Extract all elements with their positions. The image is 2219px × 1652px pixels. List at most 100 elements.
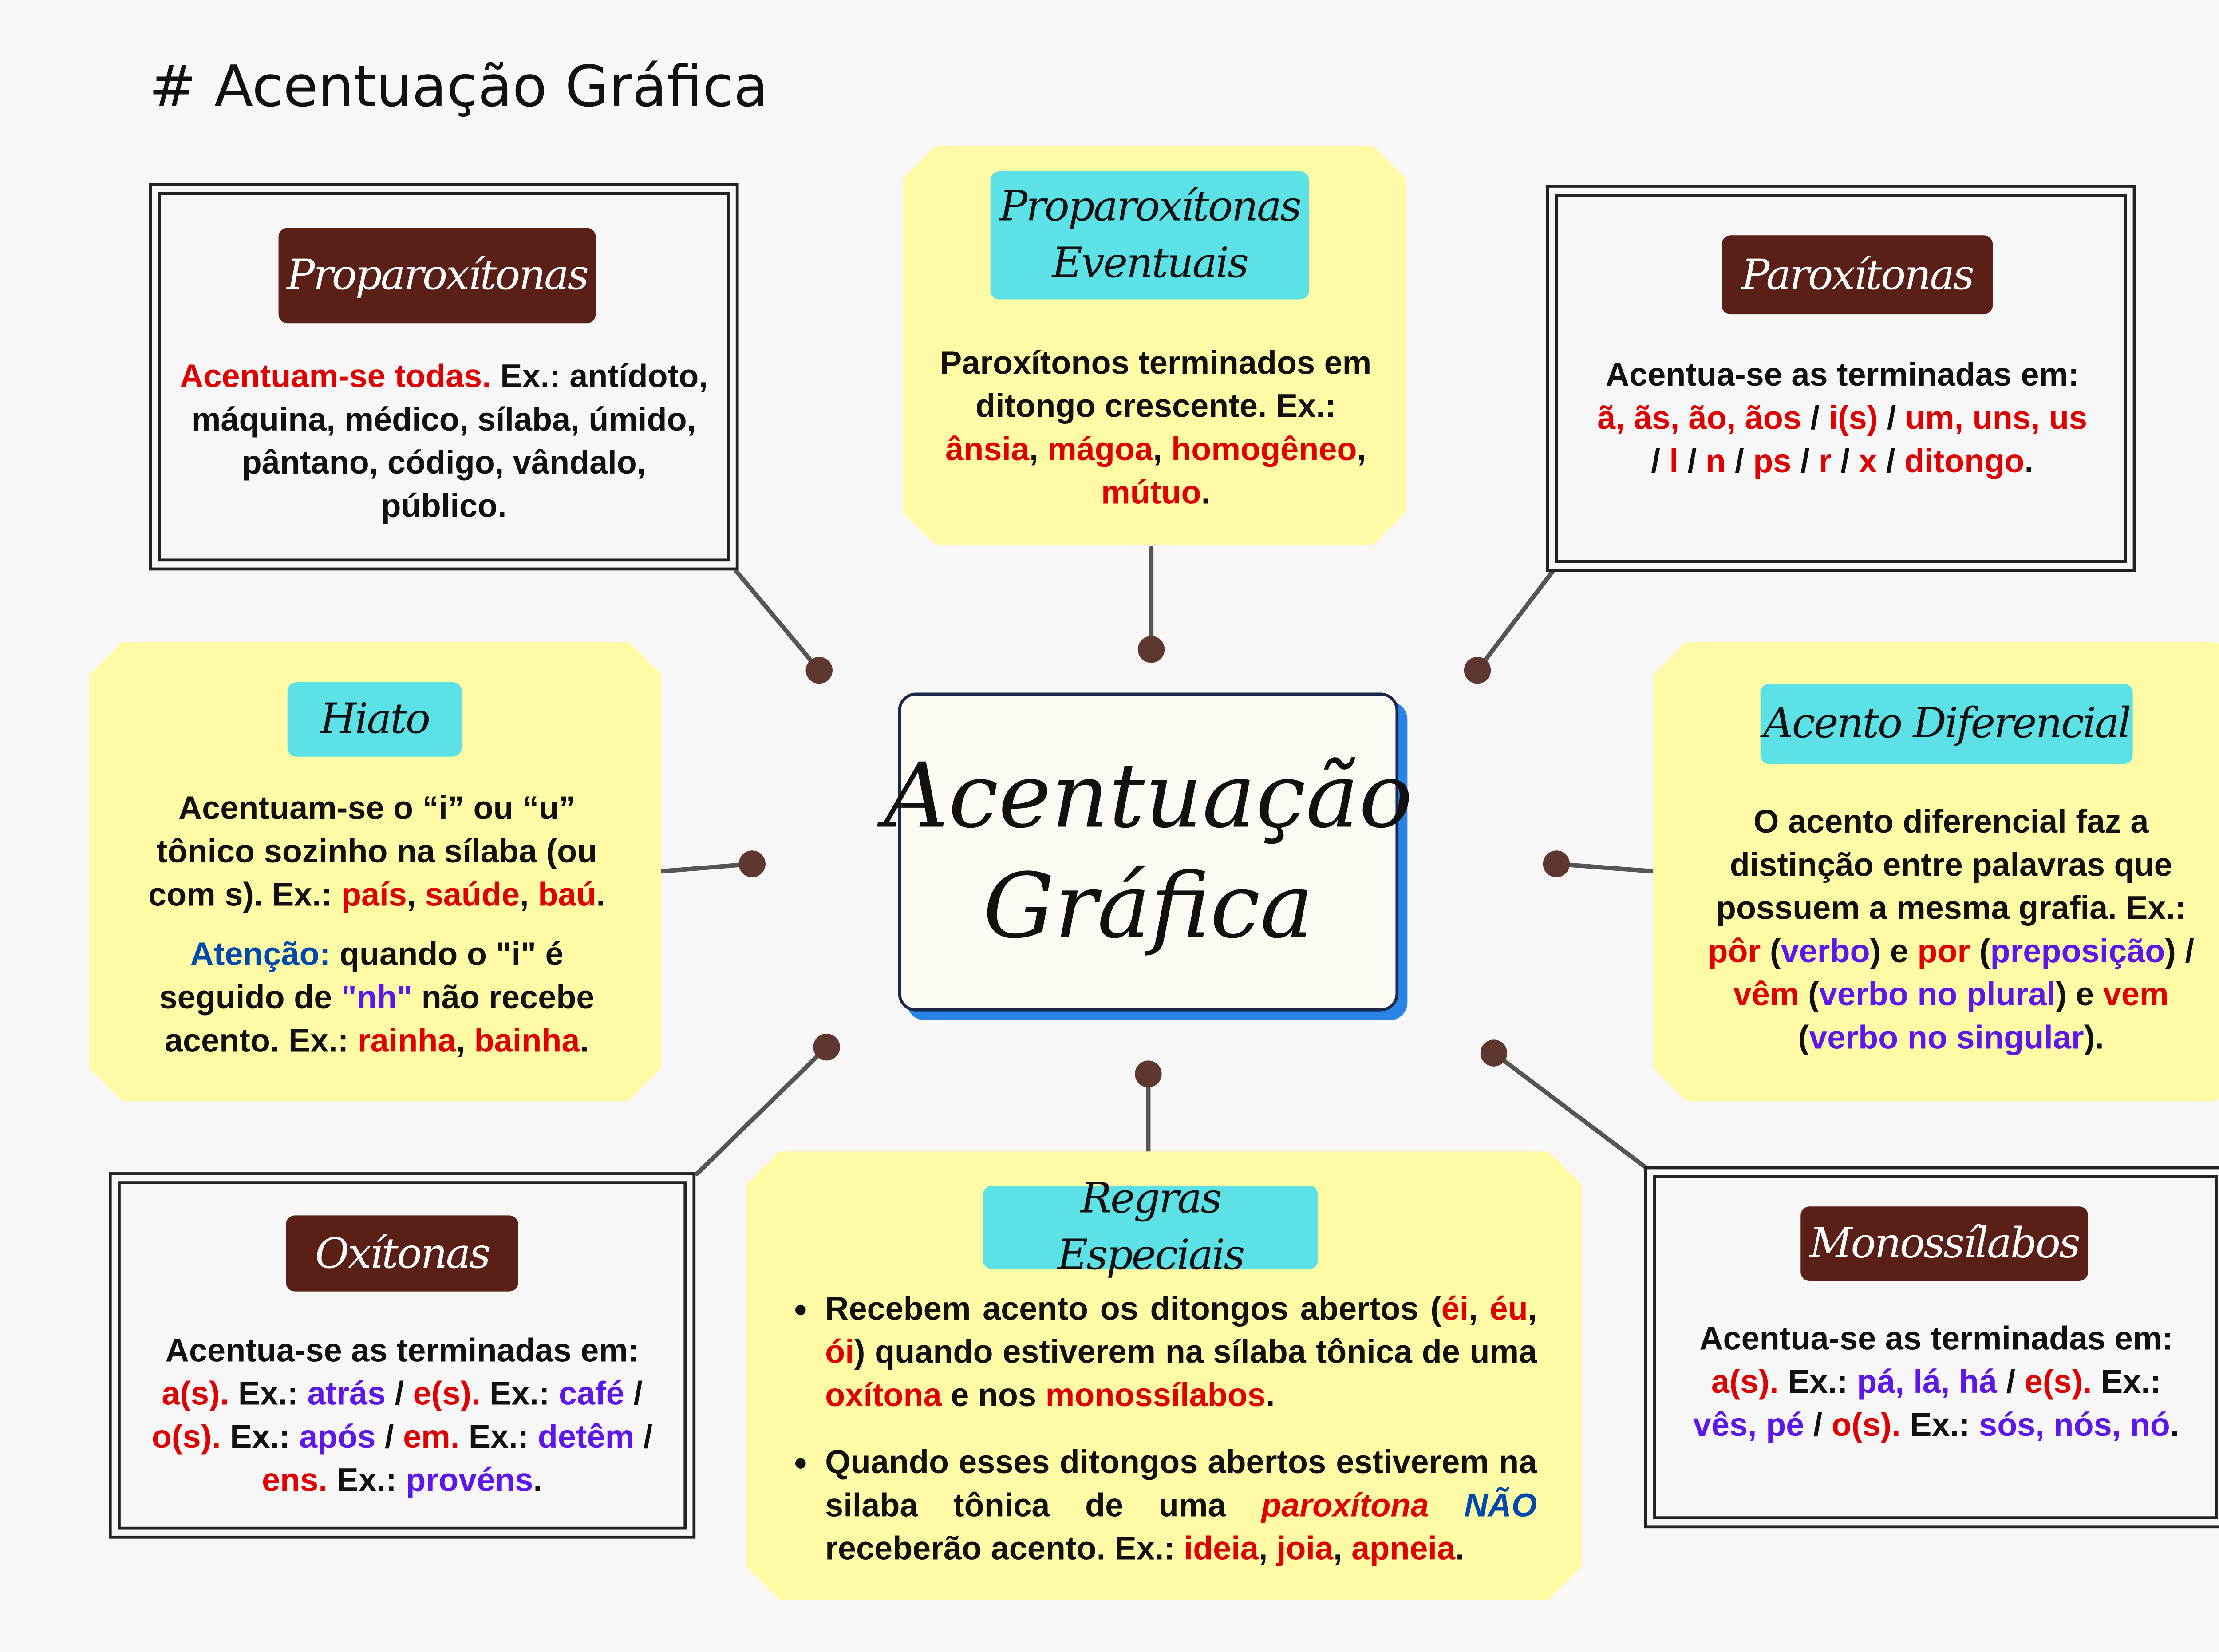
highlight-text: um, uns, us: [1905, 399, 2088, 437]
text-segment: (: [1799, 976, 1819, 1013]
highlight-text: e(s).: [2024, 1363, 2092, 1400]
text-segment: e nos: [941, 1376, 1046, 1414]
text-segment: ,: [1333, 1529, 1352, 1567]
highlight-text: monossílabos: [1045, 1376, 1266, 1414]
text-segment: Ex.:: [480, 1375, 559, 1412]
highlight-text: após: [299, 1418, 376, 1455]
text-segment: .: [533, 1461, 543, 1499]
highlight-text: ã, ãs, ão, ãos: [1597, 399, 1802, 437]
text-segment: /: [1804, 1406, 1832, 1443]
highlight-text: homogêneo: [1171, 430, 1357, 468]
text-segment: não recebe acento. Ex.:: [164, 978, 595, 1059]
text-segment: Ex.:: [1900, 1406, 1979, 1443]
text-segment: /: [375, 1418, 403, 1455]
text-segment: /: [1831, 442, 1859, 480]
connector-dot: [1543, 850, 1570, 877]
card-label: Paroxítonas: [1722, 235, 1993, 315]
highlight-text: ói: [825, 1333, 854, 1371]
highlight-text: bainha: [474, 1022, 580, 1059]
connector-dot: [1137, 636, 1165, 663]
rule-item: Recebem acento os ditongos abertos (éi, …: [825, 1287, 1537, 1416]
card-label: Oxítonas: [286, 1215, 518, 1292]
connector-line: [733, 568, 821, 673]
text-segment: .: [1201, 474, 1211, 511]
text-segment: .: [1455, 1529, 1465, 1567]
highlight-text: joia: [1276, 1529, 1334, 1567]
text-segment: /: [1678, 442, 1706, 480]
text-segment: /: [386, 1375, 413, 1412]
text-segment: Recebem acento os ditongos abertos (: [825, 1290, 1441, 1328]
card-label: Hiato: [287, 682, 462, 757]
highlight-text: "nh": [341, 978, 413, 1016]
central-topic-line1: Acentuação: [884, 744, 1413, 849]
page-title: # Acentuação Gráfica: [149, 53, 769, 119]
text-segment: /: [1801, 399, 1829, 437]
text-segment: receberão acento. Ex.:: [825, 1529, 1184, 1567]
highlight-text: sós, nós, nó: [1979, 1406, 2170, 1443]
text-segment: .: [580, 1022, 589, 1059]
card-text: Recebem acento os ditongos abertos (éi, …: [780, 1287, 1537, 1593]
highlight-text: i(s): [1828, 399, 1878, 437]
highlight-text: por: [1917, 932, 1970, 970]
card-text: Acentua-se as terminadas em: a(s). Ex.: …: [142, 1328, 663, 1501]
text-segment: /: [1791, 442, 1819, 480]
text-segment: ,: [520, 876, 538, 913]
highlight-text: r: [1818, 442, 1832, 480]
card-label: Regras Especiais: [983, 1174, 1318, 1280]
highlight-text: vêm: [1733, 976, 1799, 1013]
connector-dot: [805, 656, 833, 684]
highlight-text: café: [558, 1375, 624, 1412]
connector-dot: [1464, 656, 1491, 684]
text-segment: .: [2170, 1406, 2180, 1443]
card-text: Acentuam-se todas. Ex.: antídoto, máquin…: [179, 355, 709, 527]
text-segment: ,: [1258, 1529, 1277, 1567]
text-segment: ,: [1153, 430, 1172, 468]
highlight-text: n: [1706, 442, 1726, 480]
card-text: Acentua-se as terminadas em: ã, ãs, ão, …: [1597, 353, 2088, 482]
text-segment: Quando esses ditongos abertos estiverem …: [825, 1443, 1537, 1524]
highlight-text: verbo no plural: [1819, 976, 2056, 1013]
highlight-text: pá, lá, há: [1857, 1363, 1998, 1400]
highlight-text: Atenção:: [190, 935, 331, 973]
highlight-text: atrás: [307, 1375, 386, 1412]
text-segment: ) e: [2056, 976, 2103, 1013]
highlight-text: mágoa: [1047, 430, 1153, 468]
highlight-text: e(s).: [413, 1375, 481, 1412]
text-segment: ,: [407, 876, 425, 913]
text-segment: ,: [1357, 430, 1366, 468]
text-segment: Paroxítonos terminados em ditongo cresce…: [940, 344, 1372, 425]
card-label: Monossílabos: [1800, 1206, 2088, 1281]
text-segment: Acentua-se as terminadas em:: [1605, 356, 2079, 393]
card-text: O acento diferencial faz a distinção ent…: [1690, 800, 2212, 1059]
connector-line: [1475, 568, 1556, 673]
card-text: Acentua-se as terminadas em: a(s). Ex.: …: [1683, 1317, 2189, 1446]
text-segment: ) quando estiverem na sílaba tônica de u…: [854, 1333, 1537, 1371]
text-segment: ).: [2084, 1019, 2104, 1056]
connector-dot: [1135, 1060, 1162, 1087]
highlight-text: x: [1859, 442, 1877, 480]
text-segment: ,: [456, 1022, 474, 1059]
text-segment: /: [1651, 442, 1670, 480]
highlight-text: pôr: [1708, 932, 1761, 970]
text-segment: .: [1265, 1376, 1275, 1414]
highlight-text: a(s).: [162, 1375, 229, 1412]
highlight-text: provéns: [406, 1461, 533, 1499]
highlight-text: em.: [403, 1418, 460, 1455]
text-segment: (: [1761, 932, 1781, 970]
highlight-text: detêm: [537, 1418, 635, 1455]
highlight-text: a(s).: [1711, 1363, 1779, 1400]
text-segment: /: [1725, 442, 1753, 480]
connector-line: [1491, 1051, 1646, 1169]
connector-line: [695, 1045, 829, 1176]
highlight-text: verbo no singular: [1809, 1019, 2084, 1056]
text-segment: (: [1970, 932, 1990, 970]
text-segment: ,: [1029, 430, 1048, 468]
highlight-text: apneia: [1351, 1529, 1456, 1567]
card-label: Proparoxítonas: [278, 228, 596, 324]
highlight-text: ditongo: [1904, 442, 2025, 480]
text-segment: Ex.:: [229, 1375, 308, 1412]
text-segment: Ex.: antídoto, máquina, médico, sílaba, …: [191, 357, 708, 525]
rule-item: Quando esses ditongos abertos estiverem …: [825, 1440, 1537, 1570]
